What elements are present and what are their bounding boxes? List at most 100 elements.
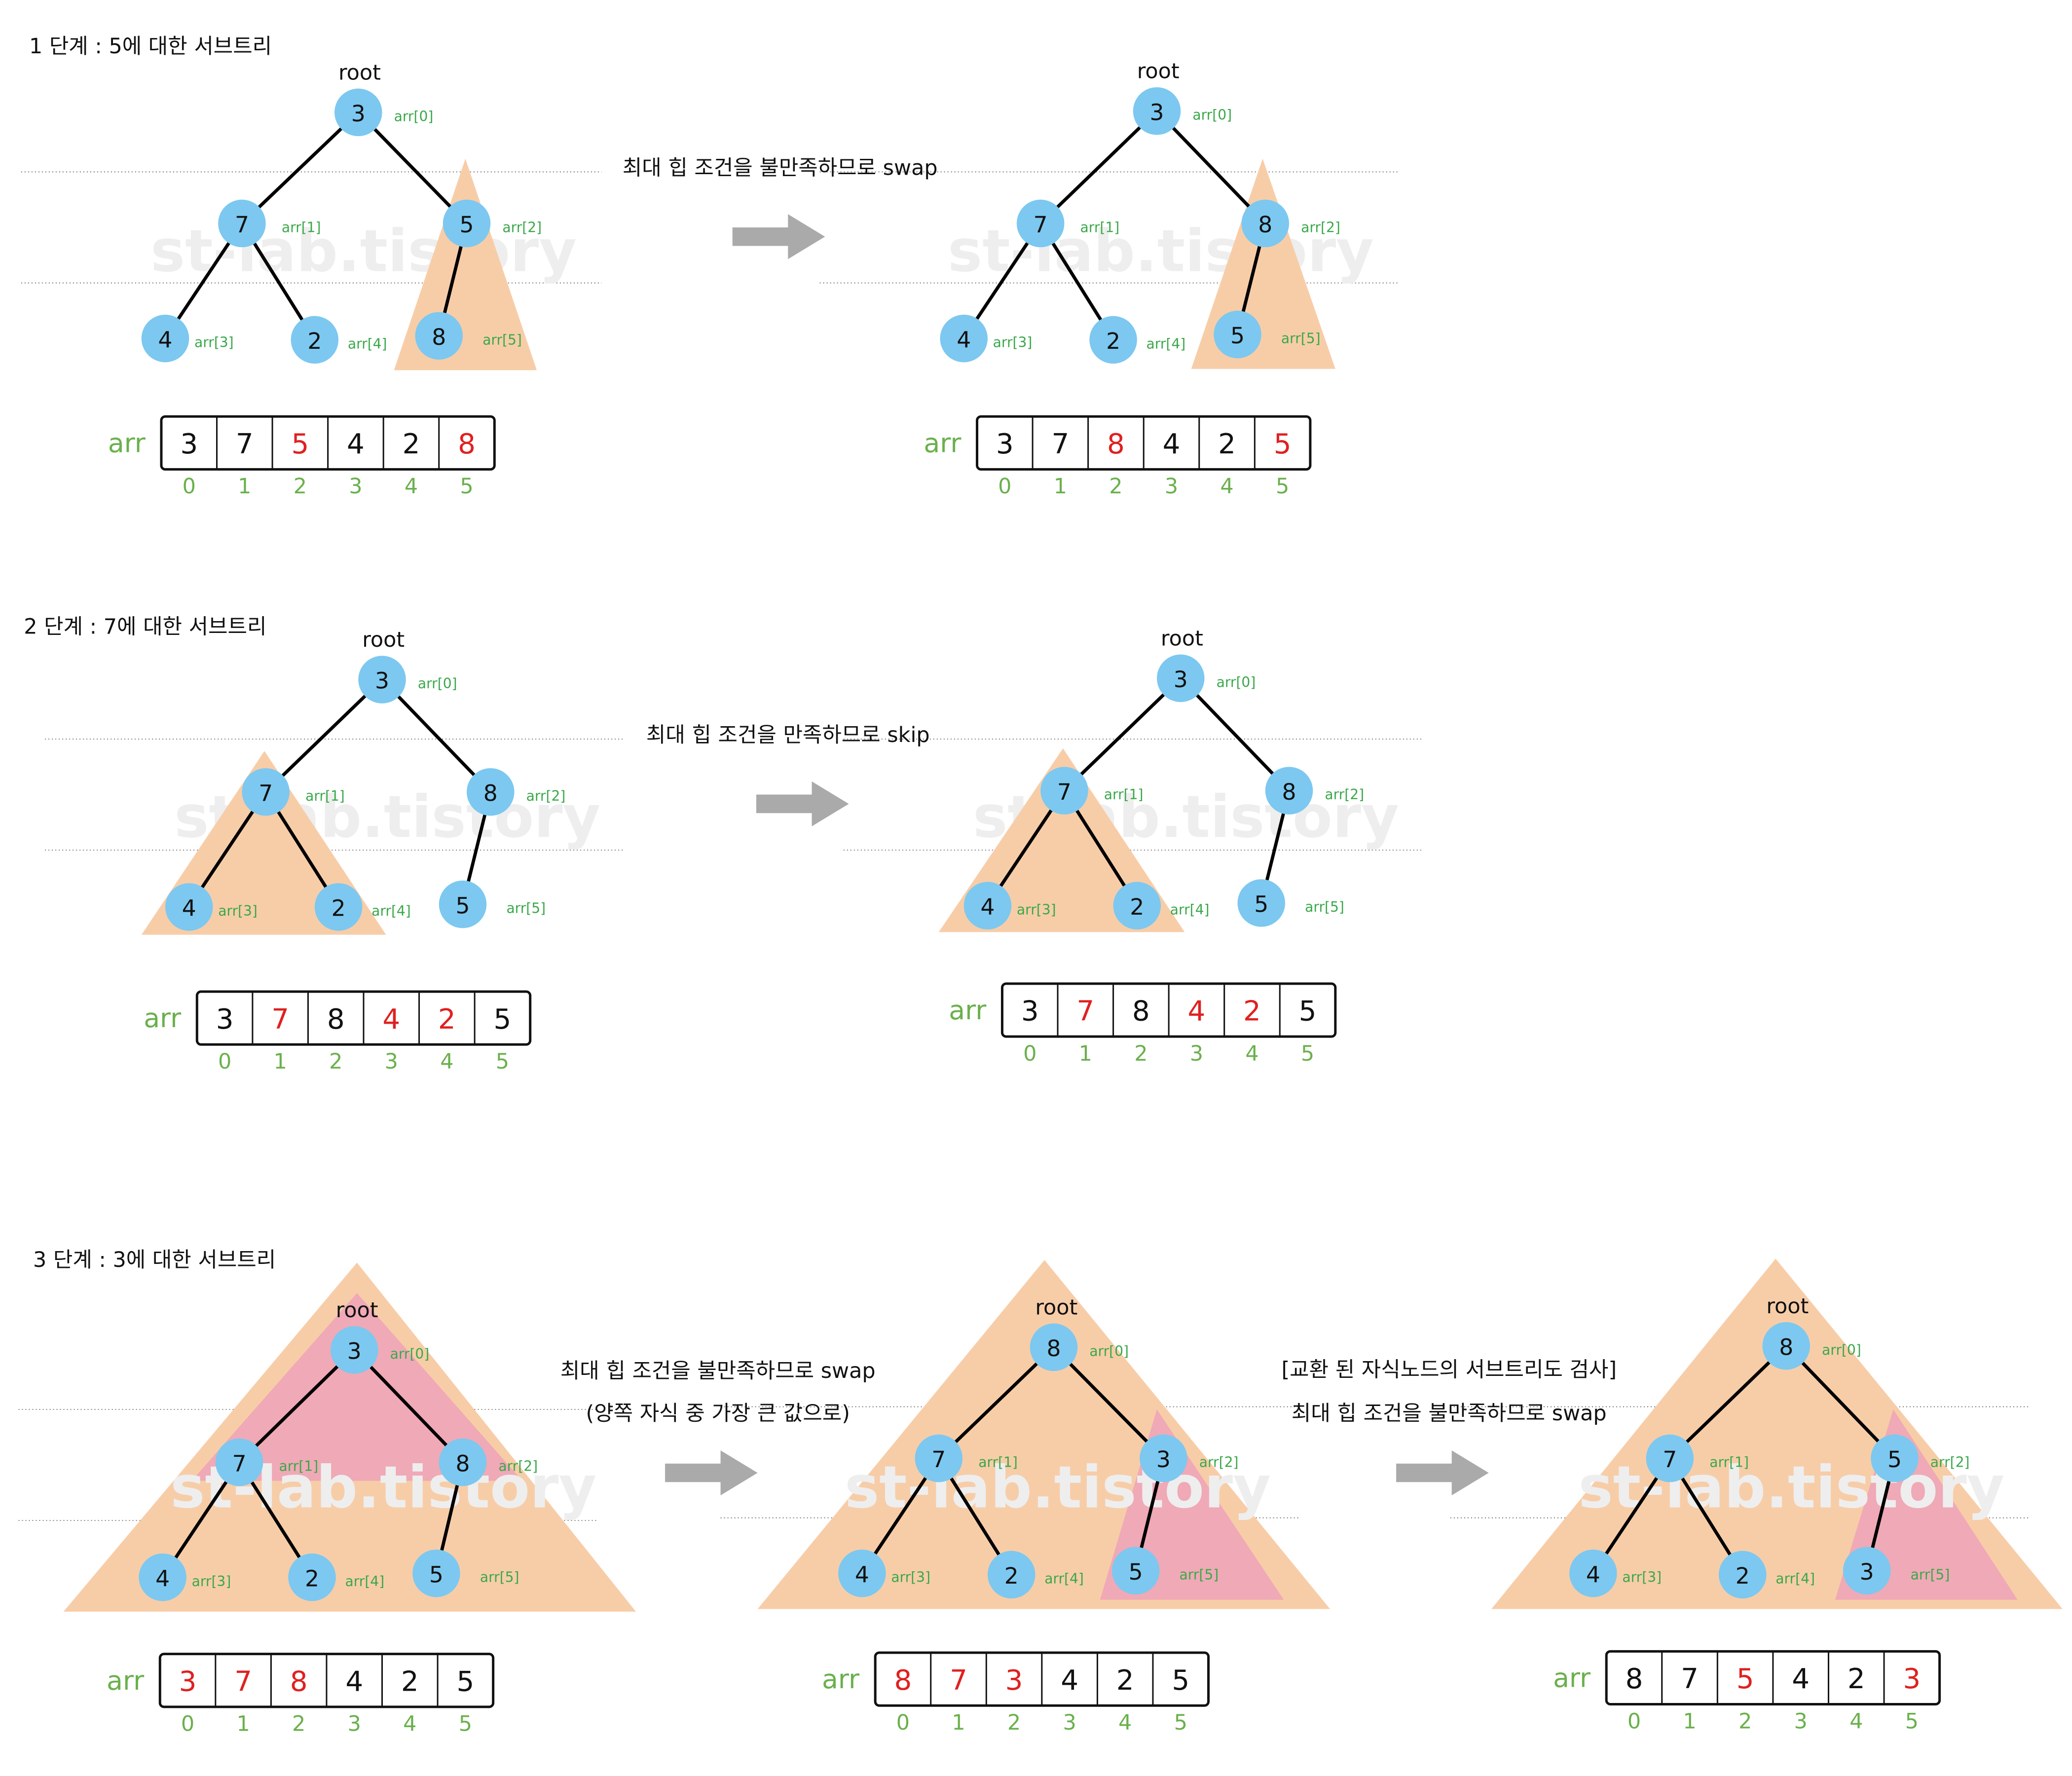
array-index: 1	[236, 1712, 250, 1737]
array-index: 0	[218, 1049, 231, 1074]
node-value: 2	[307, 328, 322, 354]
array-cell: 2	[1218, 428, 1236, 460]
array-index: 3	[1794, 1709, 1808, 1734]
node-index-label: arr[2]	[1199, 1454, 1239, 1471]
array-cell: 2	[403, 428, 420, 460]
array-cell: 4	[1163, 428, 1181, 460]
array-cell: 2	[401, 1665, 419, 1698]
node-index-label: arr[4]	[345, 1573, 384, 1590]
array-cell: 3	[216, 1003, 234, 1036]
node-index-label: arr[1]	[279, 1458, 318, 1475]
tree-edge	[1785, 1344, 1896, 1460]
root-label: root	[338, 60, 381, 85]
array-index: 1	[1054, 474, 1067, 499]
node-value: 4	[957, 327, 971, 353]
node-value: 7	[232, 1450, 247, 1477]
node-value: 5	[1129, 1559, 1143, 1585]
node-circle	[1016, 199, 1065, 248]
node-index-label: arr[2]	[1930, 1454, 1970, 1471]
node-index-label: arr[0]	[394, 108, 434, 124]
array-cell: 8	[894, 1665, 912, 1697]
step-caption: [교환 된 자식노드의 서브트리도 검사]	[1281, 1357, 1617, 1382]
node-circle	[443, 199, 491, 248]
node-value: 7	[259, 780, 273, 807]
node-value: 3	[351, 101, 366, 127]
node-index-label: arr[5]	[1305, 899, 1344, 915]
node-index-label: arr[1]	[305, 788, 345, 804]
array-index: 0	[1628, 1709, 1641, 1734]
node-index-label: arr[5]	[1911, 1566, 1950, 1583]
node-circle	[141, 314, 189, 363]
array-index: 5	[1276, 474, 1289, 499]
array-index: 3	[1165, 474, 1178, 499]
node-value: 5	[456, 892, 470, 919]
array-cell: 7	[1681, 1663, 1699, 1695]
array-cell: 5	[456, 1665, 474, 1698]
root-label: root	[1766, 1294, 1809, 1319]
node-index-label: arr[3]	[218, 903, 258, 919]
node-index-label: arr[5]	[506, 900, 546, 917]
node-value: 5	[1230, 323, 1245, 349]
right-arrow-icon	[1396, 1450, 1489, 1496]
node-value: 8	[1046, 1335, 1061, 1362]
array-index: 3	[1190, 1041, 1203, 1066]
tree-edge	[264, 678, 383, 793]
array-cell: 3	[1903, 1663, 1921, 1695]
node-circle	[1265, 767, 1313, 814]
node-circle	[1241, 199, 1289, 248]
node-value: 5	[1887, 1446, 1902, 1473]
array-index: 4	[403, 1712, 416, 1737]
array-index: 2	[1739, 1709, 1752, 1734]
array-index: 2	[294, 474, 307, 499]
array-index: 3	[385, 1049, 398, 1074]
node-circle	[1133, 87, 1181, 135]
array-cell: 7	[1076, 996, 1094, 1028]
node-index-label: arr[0]	[1192, 107, 1232, 123]
node-value: 2	[332, 895, 346, 922]
node-index-label: arr[5]	[1180, 1566, 1219, 1583]
node-circle	[1762, 1322, 1810, 1370]
node-circle	[288, 1554, 336, 1601]
array-index: 2	[1007, 1710, 1021, 1735]
node-index-label: arr[0]	[390, 1346, 430, 1362]
node-circle	[1719, 1551, 1767, 1599]
node-index-label: arr[3]	[891, 1569, 930, 1586]
tree-edge	[238, 1348, 356, 1464]
array-cell: 3	[1021, 996, 1039, 1028]
node-value: 7	[1663, 1446, 1677, 1473]
right-arrow-icon	[732, 214, 825, 259]
array-index: 5	[459, 1712, 472, 1737]
array-index: 5	[460, 474, 473, 499]
array-cell: 2	[438, 1003, 456, 1036]
array-cell: 5	[493, 1003, 511, 1036]
array-index: 1	[1683, 1709, 1696, 1734]
node-value: 3	[347, 1338, 362, 1364]
node-index-label: arr[4]	[1776, 1570, 1815, 1587]
array-cell: 3	[996, 428, 1014, 460]
array-cell: 2	[1116, 1665, 1134, 1697]
node-circle	[1237, 879, 1285, 927]
step-title: 1 단계 : 5에 대한 서브트리	[29, 34, 272, 59]
tree-node: 3 arr[0]	[331, 1326, 430, 1374]
node-circle	[165, 883, 213, 931]
node-circle	[1214, 310, 1261, 359]
node-index-label: arr[4]	[1170, 901, 1210, 918]
node-circle	[1111, 1547, 1160, 1595]
node-circle	[291, 316, 339, 364]
